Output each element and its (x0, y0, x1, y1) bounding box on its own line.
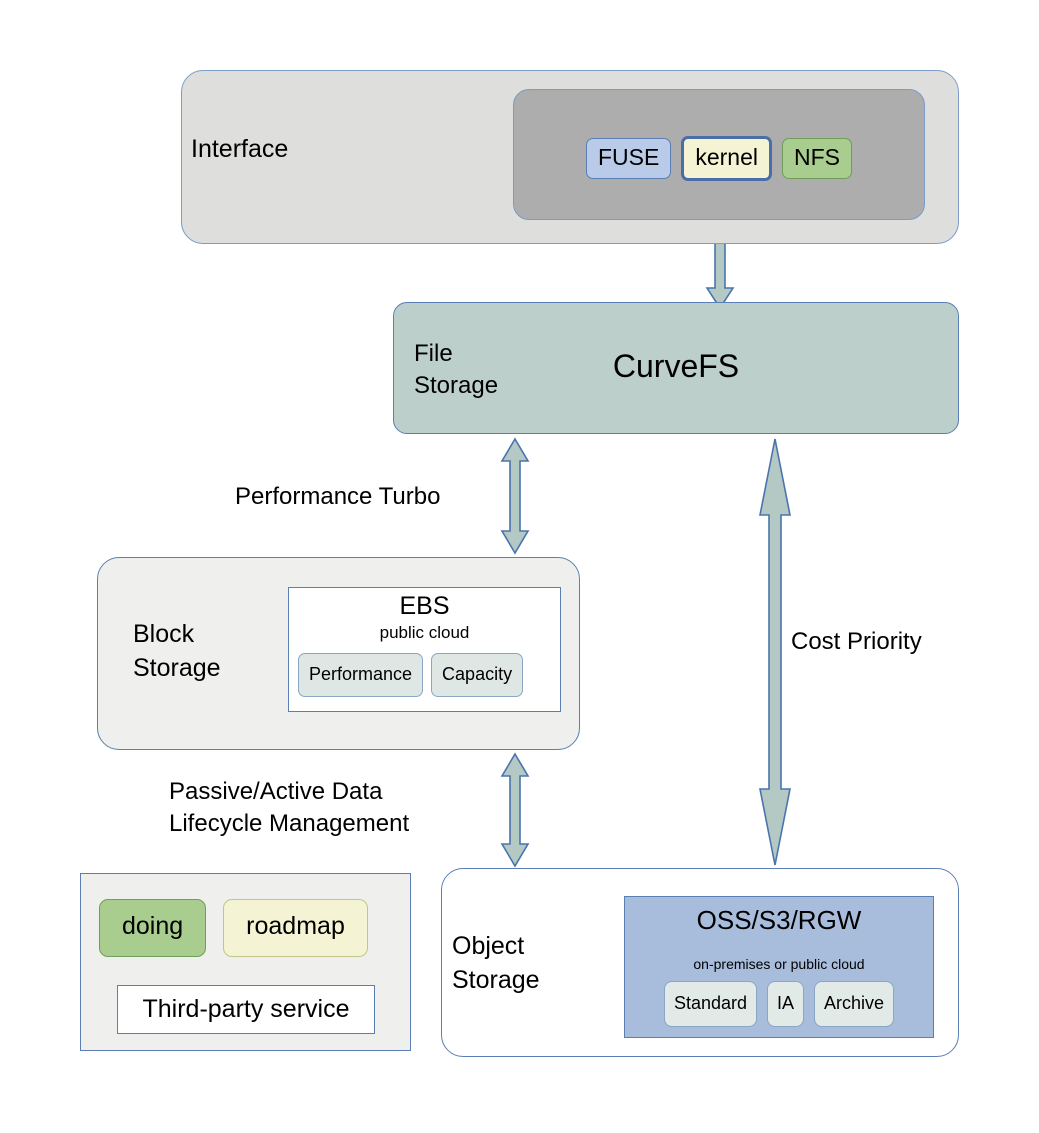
interface-layer-label: Interface (191, 135, 289, 163)
connector-label-performance-turbo: Performance Turbo (235, 483, 441, 510)
legend-third-party-service: Third-party service (117, 985, 375, 1034)
badge-kernel[interactable]: kernel (681, 136, 772, 181)
object-storage-kind-label: Object Storage (452, 932, 540, 994)
badge-nfs[interactable]: NFS (782, 138, 852, 179)
legend-chip-roadmap: roadmap (223, 899, 368, 957)
file-storage-layer (393, 302, 959, 434)
file-storage-kind-label: File Storage (414, 340, 499, 400)
oss-tier-ia[interactable]: IA (767, 981, 805, 1027)
ebs-subtitle: public cloud (379, 623, 470, 642)
connector-label-lifecycle: Passive/Active Data Lifecycle Management (169, 778, 410, 838)
oss-tier-row: Standard IA Archive (630, 981, 928, 1027)
connector-label-cost-priority: Cost Priority (791, 628, 922, 655)
ebs-tier-performance[interactable]: Performance (298, 653, 424, 697)
ebs-title: EBS (399, 592, 450, 620)
arrow-curvefs-to-object (759, 438, 791, 866)
interface-badge-row: FUSE kernel NFS (513, 136, 925, 181)
oss-tier-archive[interactable]: Archive (814, 981, 895, 1027)
oss-title: OSS/S3/RGW (696, 905, 862, 935)
arrow-curvefs-to-block (500, 437, 530, 555)
oss-subtitle: on-premises or public cloud (693, 956, 865, 972)
ebs-tier-capacity[interactable]: Capacity (431, 653, 524, 697)
badge-fuse[interactable]: FUSE (586, 138, 672, 179)
arrow-block-to-object (500, 752, 530, 868)
block-storage-kind-label: Block Storage (133, 620, 221, 682)
legend-chip-row: doing roadmap (99, 899, 368, 957)
legend-chip-doing: doing (99, 899, 207, 957)
ebs-tier-row: Performance Capacity (298, 653, 554, 697)
curvefs-product-label: CurveFS (612, 348, 740, 384)
oss-tier-standard[interactable]: Standard (663, 981, 757, 1027)
